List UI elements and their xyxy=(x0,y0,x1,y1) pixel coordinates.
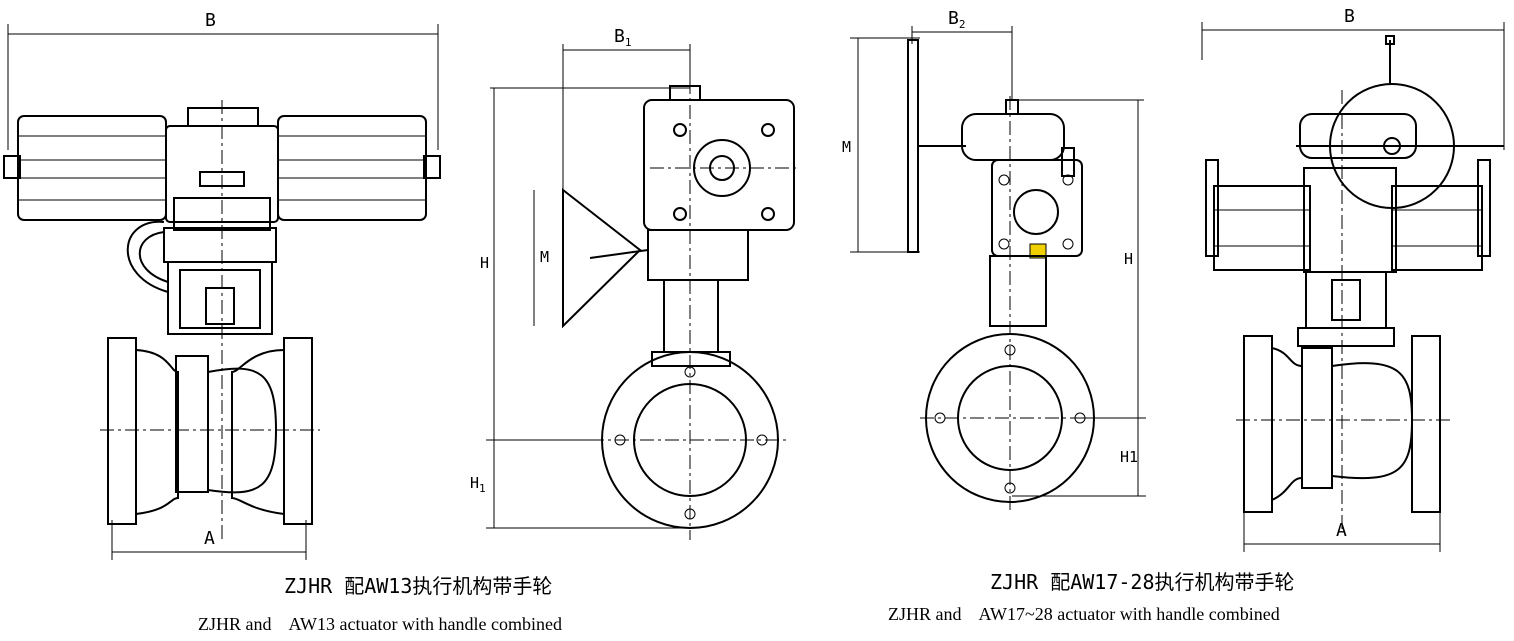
caption-cn-aw13: ZJHR 配AW13执行机构带手轮 xyxy=(284,574,553,598)
aw17-front-view: B A xyxy=(1201,6,1505,552)
dim-M-side: M xyxy=(540,248,549,266)
aw13-side-view: B1 H H1 M xyxy=(470,26,800,540)
dim-A-fig2: A xyxy=(1336,520,1347,541)
dim-B-fig2: B xyxy=(1344,6,1355,27)
dim-H1-fig2: H1 xyxy=(1120,448,1138,466)
caption-cn-aw17: ZJHR 配AW17-28执行机构带手轮 xyxy=(990,570,1295,594)
dim-B2: B2 xyxy=(948,8,965,31)
caption-en-aw13: ZJHR and AW13 actuator with handle combi… xyxy=(198,614,562,634)
dim-H1-side: H1 xyxy=(470,474,486,495)
aw13-front-view: B A xyxy=(3,10,441,560)
dim-H-fig2: H xyxy=(1124,250,1133,268)
dim-H-side: H xyxy=(480,254,489,272)
dim-M-fig2: M xyxy=(842,138,851,156)
dim-A-front: A xyxy=(204,528,215,549)
aw17-side-view: B2 M H H1 xyxy=(842,8,1146,510)
dim-B1: B1 xyxy=(614,26,631,49)
caption-en-aw17: ZJHR and AW17~28 actuator with handle co… xyxy=(888,604,1280,624)
dim-B-front: B xyxy=(205,10,216,31)
yellow-indicator xyxy=(1029,243,1047,259)
